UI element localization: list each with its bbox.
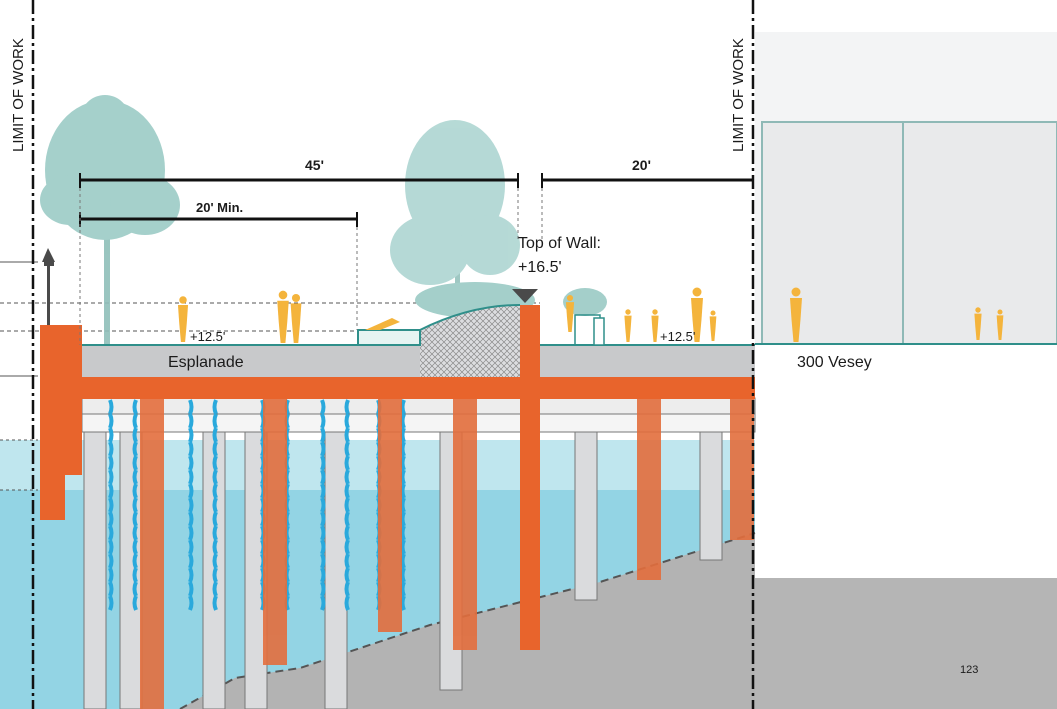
orange-structure	[40, 305, 755, 650]
pile-wraps	[108, 399, 406, 611]
dimension-extensions	[79, 188, 543, 345]
wall-marker-icon	[512, 289, 538, 303]
reclining-person-icon	[365, 318, 400, 330]
gray-pile	[699, 431, 723, 561]
esplanade-slab	[82, 304, 755, 377]
gray-pile	[119, 431, 143, 709]
person-icon	[709, 310, 717, 341]
deck-framing	[81, 397, 756, 433]
limit-of-work-right: LIMIT OF WORK	[730, 38, 747, 152]
person-icon	[790, 287, 802, 342]
limit-lines	[31, 0, 755, 709]
esplanade-label: Esplanade	[168, 354, 244, 371]
dimension-20-right: 20'	[632, 157, 651, 173]
person-icon	[624, 309, 632, 342]
orange-pile	[378, 399, 402, 632]
person-icon	[651, 309, 659, 342]
page-number: 123	[960, 664, 978, 676]
person-icon	[691, 287, 703, 342]
bench-icon	[357, 329, 421, 346]
riverbed-line	[179, 532, 756, 709]
dimension-20-min: 20' Min.	[196, 200, 243, 215]
orange-pile	[637, 399, 661, 580]
lamp-post-icon	[42, 248, 55, 325]
orange-pile	[263, 399, 287, 665]
orange-pile	[453, 399, 477, 650]
person-icon	[565, 294, 575, 332]
building-label: 300 Vesey	[797, 354, 872, 371]
top-of-wall-label: Top of Wall:	[518, 235, 601, 252]
person-icon	[290, 293, 302, 343]
limit-of-work-left: LIMIT OF WORK	[10, 38, 27, 152]
elevation-right: +12.5'	[660, 329, 695, 344]
gray-pile	[324, 431, 348, 709]
dimension-45: 45'	[305, 157, 324, 173]
orange-pile	[730, 399, 754, 540]
top-of-wall-elevation: +16.5'	[518, 259, 562, 276]
orange-pile	[140, 399, 164, 709]
tree-icon	[390, 120, 520, 300]
person-icon	[974, 307, 982, 340]
gray-pile	[574, 431, 598, 601]
person-icon	[177, 296, 189, 342]
gray-pile	[83, 431, 107, 709]
person-icon	[277, 290, 289, 343]
table-icon	[574, 314, 605, 346]
building-300-vesey	[755, 32, 1057, 709]
person-icon	[996, 309, 1004, 340]
people	[177, 287, 1004, 343]
elevation-left: +12.5'	[190, 329, 225, 344]
dimension-lines	[79, 173, 752, 227]
orange-piles	[140, 399, 754, 709]
